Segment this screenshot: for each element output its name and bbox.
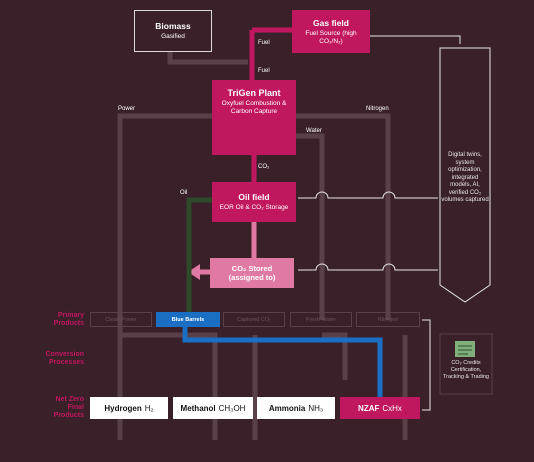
- fuel-label-top: Fuel: [258, 40, 270, 46]
- storage-arrow-head: [188, 264, 200, 280]
- gas-field-subtitle: Fuel Source (high CO₂/N₂): [305, 29, 357, 45]
- power-label: Power: [118, 106, 136, 112]
- conversion-line-2: [120, 332, 218, 440]
- oil-label: Oil: [180, 190, 188, 196]
- trigen-plant-box: TriGen Plant Oxyfuel Combustion & Carbon…: [212, 80, 296, 155]
- data-link-oilfield: [298, 191, 438, 199]
- primary-blue-barrels: Blue Barrels: [156, 312, 220, 327]
- oil-field-box: Oil field EOR Oil & CO₂ Storage: [212, 182, 296, 222]
- fuel-line: [249, 27, 292, 80]
- biomass-fuel-line: [167, 52, 248, 65]
- methanol-formula: CH₃OH: [218, 403, 246, 413]
- co2-stored-box: CO₂ Stored (assigned to): [210, 258, 294, 288]
- gas-field-title: Gas field: [313, 17, 349, 28]
- credits-link: [422, 319, 431, 411]
- oil-field-subtitle: EOR Oil & CO₂ Storage: [219, 204, 289, 211]
- nitrogen-label: Nitrogen: [366, 106, 389, 112]
- fuel-label-bottom: Fuel: [258, 68, 270, 74]
- row-label-netzero: Net Zero Final Products: [53, 396, 84, 419]
- biomass-subtitle: Gasified: [161, 33, 185, 40]
- credits-box: [439, 333, 493, 395]
- oil-line: [186, 197, 212, 313]
- nitrogen-line: [295, 113, 391, 320]
- trigen-title: TriGen Plant: [227, 88, 281, 98]
- primary-fresh-water: Fresh Water: [290, 312, 352, 327]
- hydrogen-formula: H₂: [144, 403, 154, 413]
- data-link-gasfield: [370, 35, 461, 44]
- power-line: [117, 113, 212, 320]
- nzaf-name: NZAF: [358, 403, 380, 413]
- gas-field-box: Gas field Fuel Source (high CO₂/N₂): [292, 10, 370, 53]
- co2-stored-title: CO₂ Stored (assigned to): [228, 264, 276, 282]
- ammonia-formula: NH₃: [308, 403, 324, 413]
- methanol-name: Methanol: [180, 403, 216, 413]
- water-line: [295, 133, 325, 320]
- ammonia-name: Ammonia: [268, 403, 306, 413]
- oil-field-title: Oil field: [238, 192, 270, 202]
- digital-twin-arrow: [439, 47, 491, 303]
- blue-barrels-line: [182, 327, 383, 398]
- conversion-line-4: [322, 332, 348, 380]
- primary-captured-co2: Captured CO₂: [223, 312, 285, 327]
- primary-clean-power: Clean Power: [90, 312, 152, 327]
- data-link-co2: [298, 263, 438, 271]
- water-label: Water: [306, 128, 322, 134]
- biomass-title: Biomass: [155, 21, 191, 31]
- row-label-primary: Primary Products: [53, 312, 84, 327]
- credits-icon: [455, 341, 475, 357]
- co2-label: CO₂: [258, 164, 270, 170]
- primary-nitrogen: Nitrogen: [356, 312, 420, 327]
- digital-twin-text: Digital twins, system optimization, inte…: [441, 152, 489, 203]
- credits-text: CO₂ Credits Certification, Tracking & Tr…: [443, 360, 489, 380]
- hydrogen-name: Hydrogen: [104, 403, 142, 413]
- trigen-subtitle: Oxyfuel Combustion & Carbon Capture: [221, 100, 287, 115]
- row-label-conversion: Conversion Processes: [45, 351, 84, 366]
- biomass-box: Biomass Gasified: [134, 10, 212, 52]
- nzaf-formula: CxHx: [382, 403, 402, 413]
